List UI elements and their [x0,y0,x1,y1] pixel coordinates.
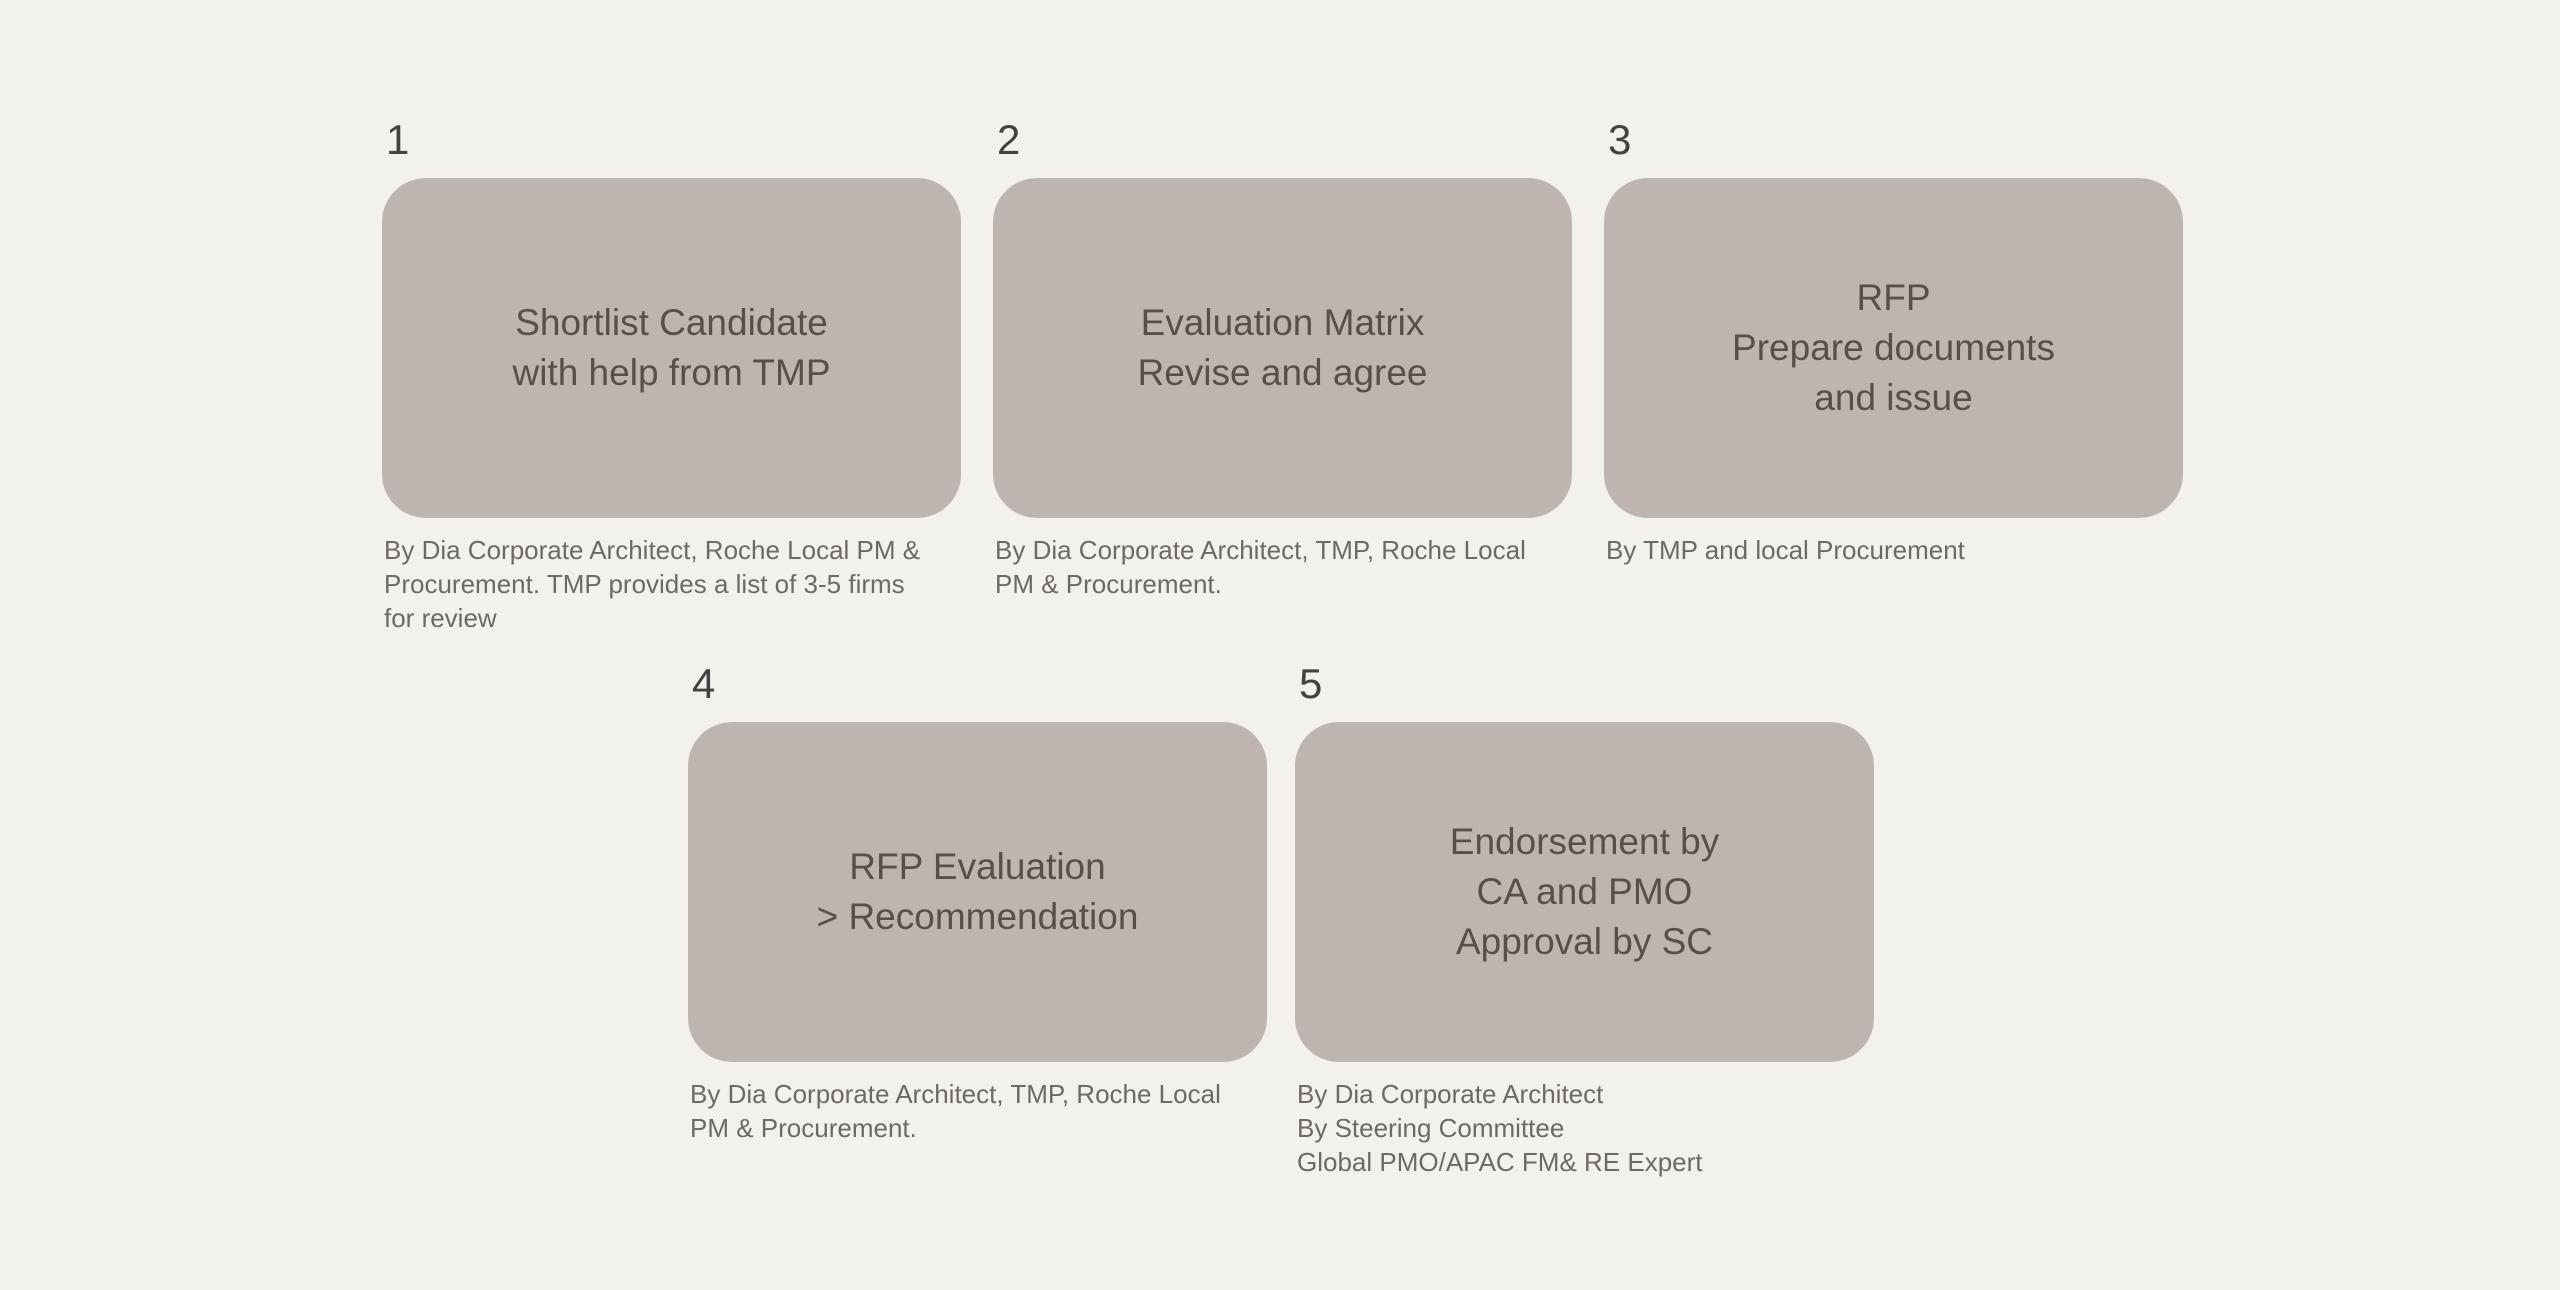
step-caption: By Dia Corporate Architect By Steering C… [1297,1079,1703,1177]
process-step-3: 3 RFP Prepare documents and issue By TMP… [1604,118,2183,567]
step-caption: By Dia Corporate Architect, TMP, Roche L… [995,535,1526,599]
step-title: RFP Prepare documents and issue [1732,277,2055,418]
process-step-1: 1 Shortlist Candidate with help from TMP… [382,118,961,635]
step-card: Shortlist Candidate with help from TMP [382,178,961,518]
step-card: Endorsement by CA and PMO Approval by SC [1295,722,1874,1062]
step-card: RFP Prepare documents and issue [1604,178,2183,518]
step-card: Evaluation Matrix Revise and agree [993,178,1572,518]
step-caption: By Dia Corporate Architect, Roche Local … [384,535,921,633]
process-step-5: 5 Endorsement by CA and PMO Approval by … [1295,662,1874,1179]
step-number: 2 [997,116,1021,163]
step-caption: By TMP and local Procurement [1606,535,1965,565]
step-number: 3 [1608,116,1632,163]
step-title: Shortlist Candidate with help from TMP [512,302,831,393]
process-step-4: 4 RFP Evaluation > Recommendation By Dia… [688,662,1267,1145]
step-title: Endorsement by CA and PMO Approval by SC [1449,821,1720,962]
step-title: Evaluation Matrix Revise and agree [1137,302,1428,393]
process-step-2: 2 Evaluation Matrix Revise and agree By … [993,118,1572,601]
step-number: 5 [1299,660,1323,707]
step-caption: By Dia Corporate Architect, TMP, Roche L… [690,1079,1221,1143]
step-number: 4 [692,660,716,707]
step-title: RFP Evaluation > Recommendation [816,846,1139,937]
step-number: 1 [386,116,410,163]
step-card: RFP Evaluation > Recommendation [688,722,1267,1062]
